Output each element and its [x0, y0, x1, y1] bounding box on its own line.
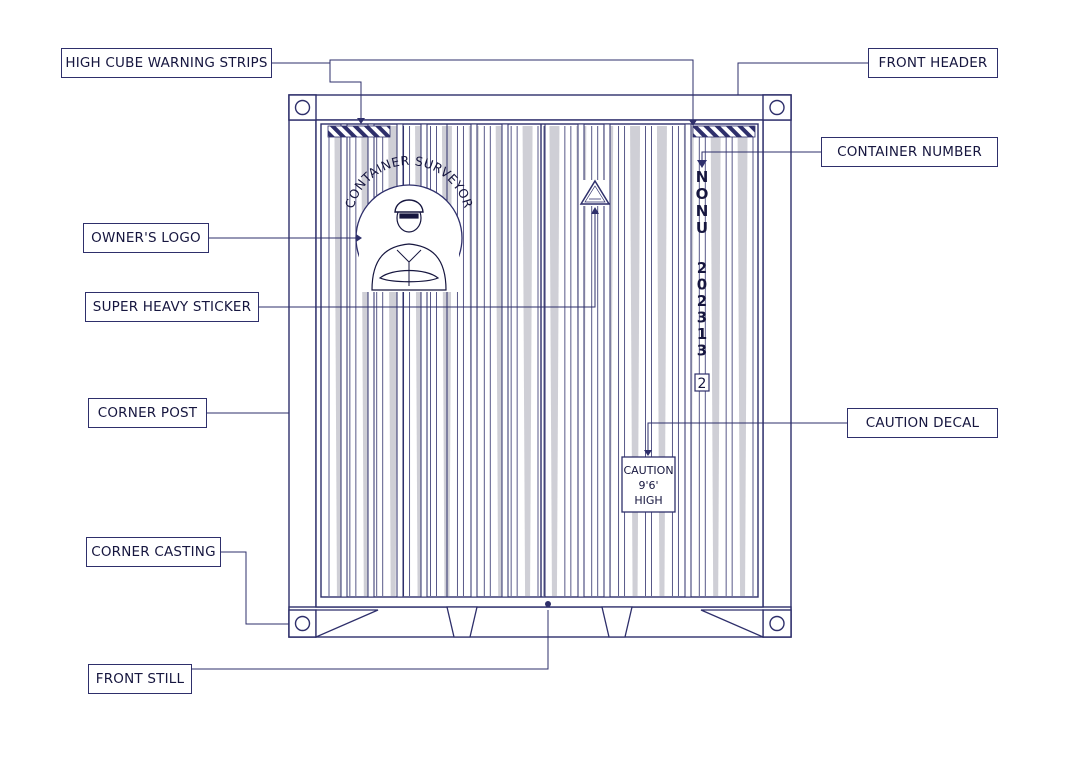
arrowhead-owners-logo	[356, 234, 362, 242]
logo-worker-glasses	[399, 213, 419, 219]
corner-casting-hole-top-right	[769, 99, 785, 116]
container-number-arrow	[697, 160, 707, 168]
caution-decal-line2: 9'6'	[638, 479, 658, 492]
fork-pocket-left	[446, 606, 478, 638]
label-caution-decal: CAUTION DECAL	[847, 408, 998, 438]
locking-bar	[501, 123, 509, 598]
front-header-beam	[288, 94, 792, 121]
locking-bar	[603, 123, 611, 598]
container-number-serial-char: 3	[697, 309, 707, 327]
super-heavy-sticker	[579, 179, 611, 206]
arrowhead-high-cube-right	[689, 120, 697, 126]
check-digit: 2	[698, 376, 707, 392]
corrugation-flute	[731, 126, 754, 596]
container-number-serial-char: 2	[697, 292, 707, 310]
container-number-serial-char: 2	[697, 259, 707, 277]
corner-casting-hole-top-left	[294, 99, 311, 116]
leader-high-cube-right	[329, 59, 694, 120]
leader-front-header	[737, 62, 868, 95]
locking-bar	[577, 123, 585, 598]
corner-casting-top-left	[288, 94, 317, 121]
leader-high-cube-left	[272, 62, 362, 118]
label-container-number: CONTAINER NUMBER	[821, 137, 998, 167]
container-number-prefix-char: U	[696, 219, 708, 237]
container-number-prefix-char: O	[696, 185, 709, 203]
corner-casting-hole-bottom-right	[769, 615, 785, 632]
leader-corner-casting	[221, 551, 289, 625]
leader-front-sill	[192, 610, 549, 670]
corner-post-right	[762, 94, 792, 638]
container-number-serial-char: 3	[697, 342, 707, 360]
label-owners-logo: OWNER'S LOGO	[83, 223, 209, 253]
leader-caution-decal	[647, 422, 847, 450]
label-corner-casting: CORNER CASTING	[86, 537, 221, 567]
caution-decal-line3: HIGH	[634, 494, 662, 507]
check-digit-box	[694, 373, 710, 392]
corner-casting-hole-bottom-left	[294, 615, 311, 632]
logo-worker-helmet	[394, 199, 424, 213]
sill-gusset-right	[700, 609, 764, 638]
locking-bar	[340, 123, 348, 598]
sill-gusset-left	[315, 609, 379, 638]
label-corner-post: CORNER POST	[88, 398, 207, 428]
fork-pocket-right	[601, 606, 633, 638]
leader-super-heavy	[259, 212, 596, 308]
locking-bar	[367, 123, 375, 598]
container-number-serial-char: 1	[697, 325, 707, 343]
arrowhead-high-cube-left	[357, 118, 365, 124]
front-sill-marker-dot	[545, 601, 551, 607]
high-cube-strip-left	[327, 125, 391, 138]
caution-decal-sticker: CAUTION 9'6' HIGH	[621, 456, 676, 513]
corrugation-flute	[704, 126, 727, 596]
high-cube-strip-right	[692, 125, 756, 138]
label-front-still: FRONT STILL	[88, 664, 192, 694]
locking-bar	[420, 123, 428, 598]
leader-container-number	[701, 151, 821, 160]
caution-decal-line1: CAUTION	[623, 464, 673, 477]
label-super-heavy-sticker: SUPER HEAVY STICKER	[85, 292, 259, 322]
label-front-header: FRONT HEADER	[868, 48, 998, 78]
corrugation-flute	[516, 126, 539, 596]
locking-bar	[396, 123, 404, 598]
door-handle-panel	[446, 123, 478, 598]
arrowhead-super-heavy	[591, 207, 599, 214]
container-number-prefix-char: N	[696, 202, 709, 220]
container-number-serial-char: 0	[697, 276, 707, 294]
locking-bar	[684, 123, 692, 598]
door-inner-frame	[320, 123, 759, 598]
locking-bar-group	[340, 123, 692, 598]
corrugation-flute	[543, 126, 566, 596]
label-high-cube-warning-strips: HIGH CUBE WARNING STRIPS	[61, 48, 272, 78]
arrowhead-caution-decal	[644, 450, 652, 456]
container-number-prefix-char: N	[696, 168, 709, 186]
corner-post-left	[288, 94, 317, 638]
